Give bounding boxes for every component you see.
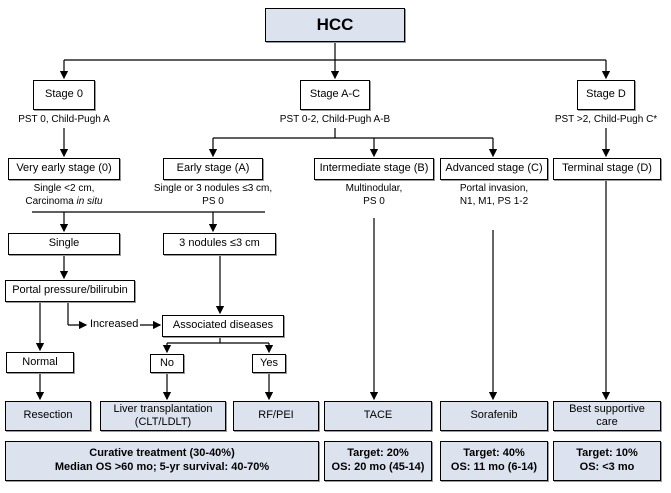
rf-pei-box: RF/PEI xyxy=(233,401,319,431)
resection-box: Resection xyxy=(5,401,91,431)
yes-box: Yes xyxy=(252,354,286,373)
liver-transplantation-box: Liver transplantation (CLT/LDLT) xyxy=(100,401,226,431)
advanced-stage-box: Advanced stage (C) xyxy=(440,158,548,180)
terminal-stage-box: Terminal stage (D) xyxy=(553,158,661,180)
tace-outcome-box: Target: 20% OS: 20 mo (45-14) xyxy=(324,441,432,481)
associated-diseases-box: Associated diseases xyxy=(162,315,284,337)
three-nodules-box: 3 nodules ≤3 cm xyxy=(163,233,276,255)
stage-d-box: Stage D xyxy=(577,80,635,110)
single-box: Single xyxy=(8,233,120,255)
hcc-label: HCC xyxy=(316,14,354,34)
very-early-stage-criteria: Single <2 cm, Carcinoma in situ xyxy=(25,183,103,207)
normal-box: Normal xyxy=(6,352,74,373)
advanced-stage-criteria: Portal invasion, N1, M1, PS 1-2 xyxy=(459,183,529,207)
sorafenib-outcome-box: Target: 40% OS: 11 mo (6-14) xyxy=(440,441,548,481)
curative-outcome-box: Curative treatment (30-40%) Median OS >6… xyxy=(5,441,319,481)
tace-box: TACE xyxy=(324,401,432,431)
bsc-outcome-box: Target: 10% OS: <3 mo xyxy=(553,441,661,481)
no-box: No xyxy=(150,354,184,373)
stage-0-box: Stage 0 xyxy=(33,80,95,110)
early-stage-box: Early stage (A) xyxy=(163,158,263,180)
stage-ac-box: Stage A-C xyxy=(300,80,370,110)
portal-pressure-box: Portal pressure/bilirubin xyxy=(5,280,135,302)
increased-label: Increased xyxy=(88,318,141,330)
best-supportive-care-box: Best supportive care xyxy=(553,401,661,431)
very-early-stage-box: Very early stage (0) xyxy=(8,158,120,180)
early-stage-criteria: Single or 3 nodules ≤3 cm, PS 0 xyxy=(153,183,273,207)
intermediate-stage-criteria: Multinodular, PS 0 xyxy=(345,183,403,207)
intermediate-stage-box: Intermediate stage (B) xyxy=(314,158,434,180)
stage-d-criteria: PST >2, Child-Pugh C* xyxy=(554,114,658,125)
hcc-root: HCC xyxy=(265,8,405,42)
stage-ac-criteria: PST 0-2, Child-Pugh A-B xyxy=(279,114,391,125)
sorafenib-box: Sorafenib xyxy=(440,401,548,431)
stage-0-criteria: PST 0, Child-Pugh A xyxy=(18,114,110,125)
